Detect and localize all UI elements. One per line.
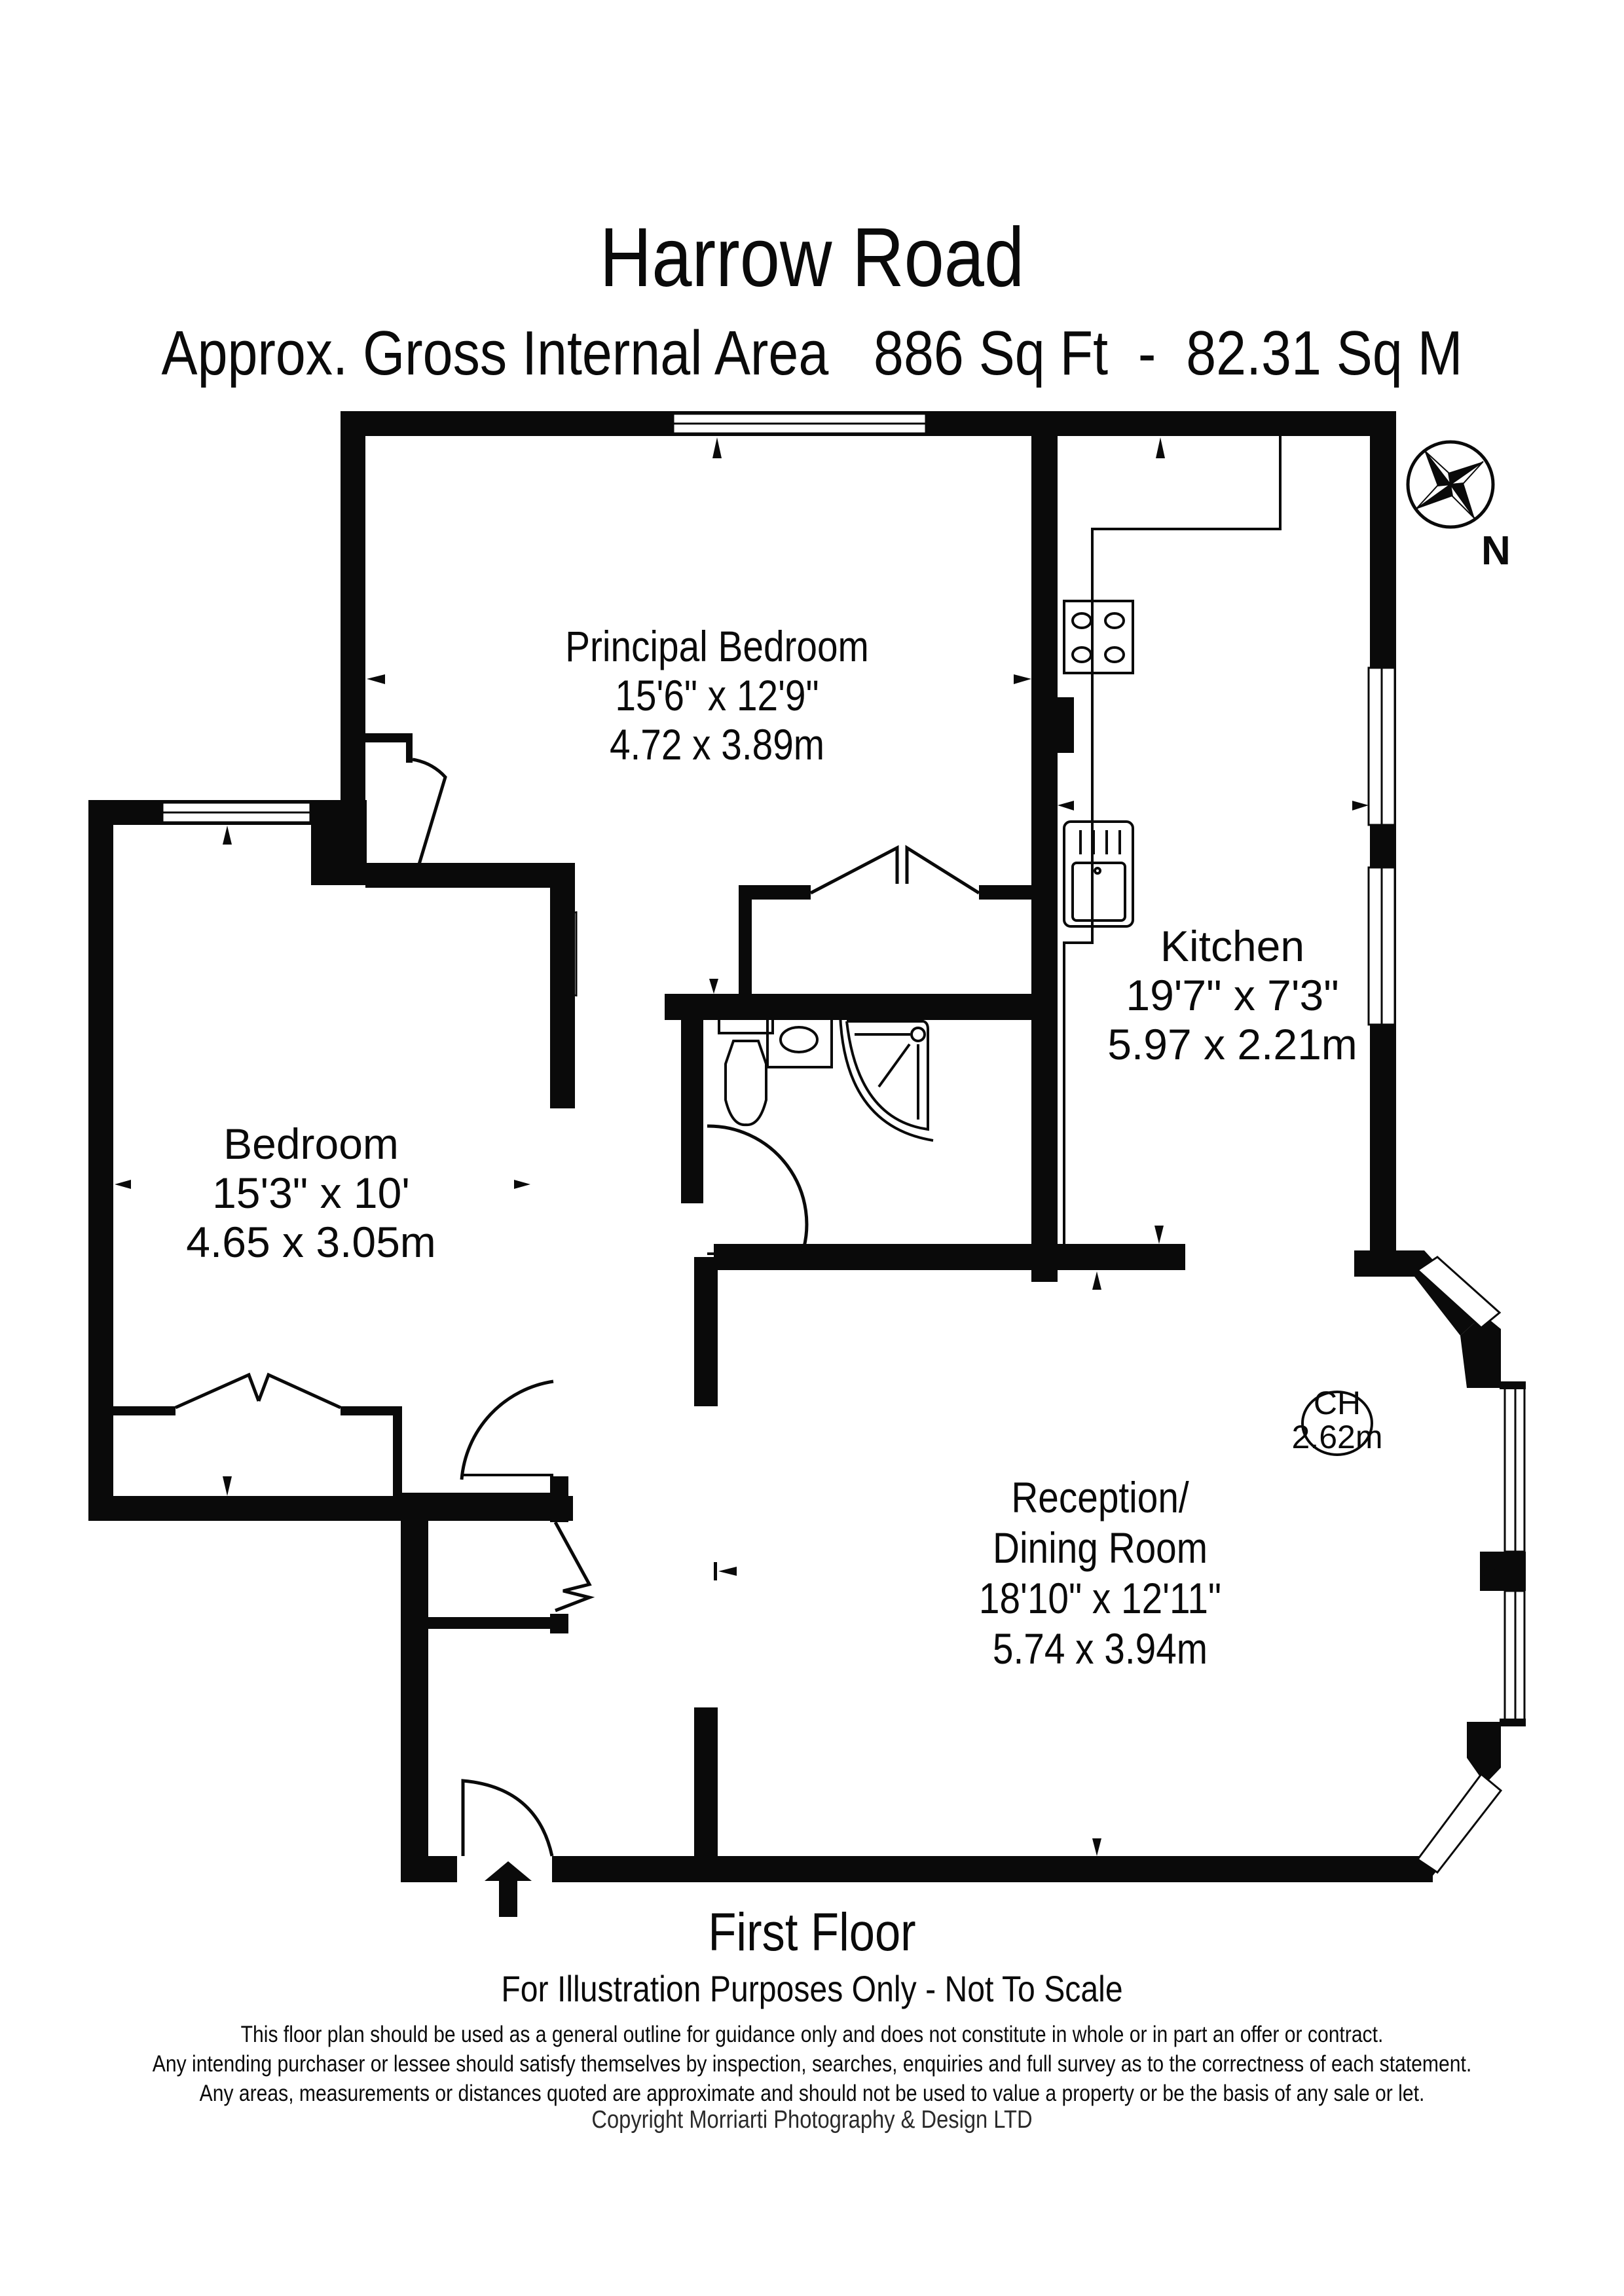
room-name-line1: Reception/ xyxy=(1011,1474,1189,1522)
room-dims-imperial: 19'7" x 7'3" xyxy=(1126,971,1338,1019)
sink-icon xyxy=(1063,820,1134,928)
room-name: Bedroom xyxy=(223,1120,399,1168)
compass-rose-icon xyxy=(1406,440,1495,529)
room-dims-imperial: 15'6" x 12'9" xyxy=(615,672,819,720)
disclaimer-line: Any areas, measurements or distances quo… xyxy=(199,2081,1425,2106)
ceiling-height-value: 2.62m xyxy=(1292,1419,1383,1455)
room-dims-metric: 4.72 x 3.89m xyxy=(610,721,824,769)
windows xyxy=(161,412,1526,1874)
ceiling-height-label: CH xyxy=(1314,1385,1361,1421)
copyright: Copyright Morriarti Photography & Design… xyxy=(591,2106,1033,2134)
room-dims-metric: 4.65 x 3.05m xyxy=(186,1218,436,1266)
room-dims-metric: 5.74 x 3.94m xyxy=(993,1625,1208,1673)
room-dims-imperial: 18'10" x 12'11" xyxy=(979,1575,1221,1623)
bay-frame xyxy=(1500,1381,1526,1726)
room-name: Kitchen xyxy=(1160,922,1304,970)
room-name-line2: Dining Room xyxy=(993,1524,1208,1573)
scale-note: For Illustration Purposes Only - Not To … xyxy=(501,1968,1123,2009)
room-principal-bedroom: Principal Bedroom 15'6" x 12'9" 4.72 x 3… xyxy=(565,623,869,769)
disclaimer: This floor plan should be used as a gene… xyxy=(0,2020,1624,2108)
shower-icon xyxy=(839,1014,934,1142)
doors xyxy=(174,757,980,1857)
property-title: Harrow Road xyxy=(599,211,1025,304)
floor-name: First Floor xyxy=(708,1903,916,1962)
disclaimer-line: Any intending purchaser or lessee should… xyxy=(152,2051,1472,2077)
washbasin-icon xyxy=(766,1013,833,1068)
room-reception-dining: Reception/ Dining Room 18'10" x 12'11" 5… xyxy=(979,1474,1221,1673)
room-dims-metric: 5.97 x 2.21m xyxy=(1107,1020,1357,1068)
ceiling-height-badge: CH 2.62m xyxy=(1292,1385,1383,1456)
north-label: N xyxy=(1481,528,1511,574)
gross-internal-area: Approx. Gross Internal Area 886 Sq Ft - … xyxy=(161,318,1463,388)
room-bedroom: Bedroom 15'3" x 10' 4.65 x 3.05m xyxy=(186,1120,436,1266)
room-name: Principal Bedroom xyxy=(565,623,869,671)
dimension-markers xyxy=(115,437,1501,1856)
entrance-arrow-icon xyxy=(485,1861,532,1917)
room-kitchen: Kitchen 19'7" x 7'3" 5.97 x 2.21m xyxy=(1107,922,1357,1068)
room-dims-imperial: 15'3" x 10' xyxy=(212,1169,410,1217)
disclaimer-line: This floor plan should be used as a gene… xyxy=(240,2022,1384,2047)
toilet-icon xyxy=(718,1013,774,1127)
kitchen-counter xyxy=(1063,436,1282,1244)
hob-icon xyxy=(1063,600,1134,674)
